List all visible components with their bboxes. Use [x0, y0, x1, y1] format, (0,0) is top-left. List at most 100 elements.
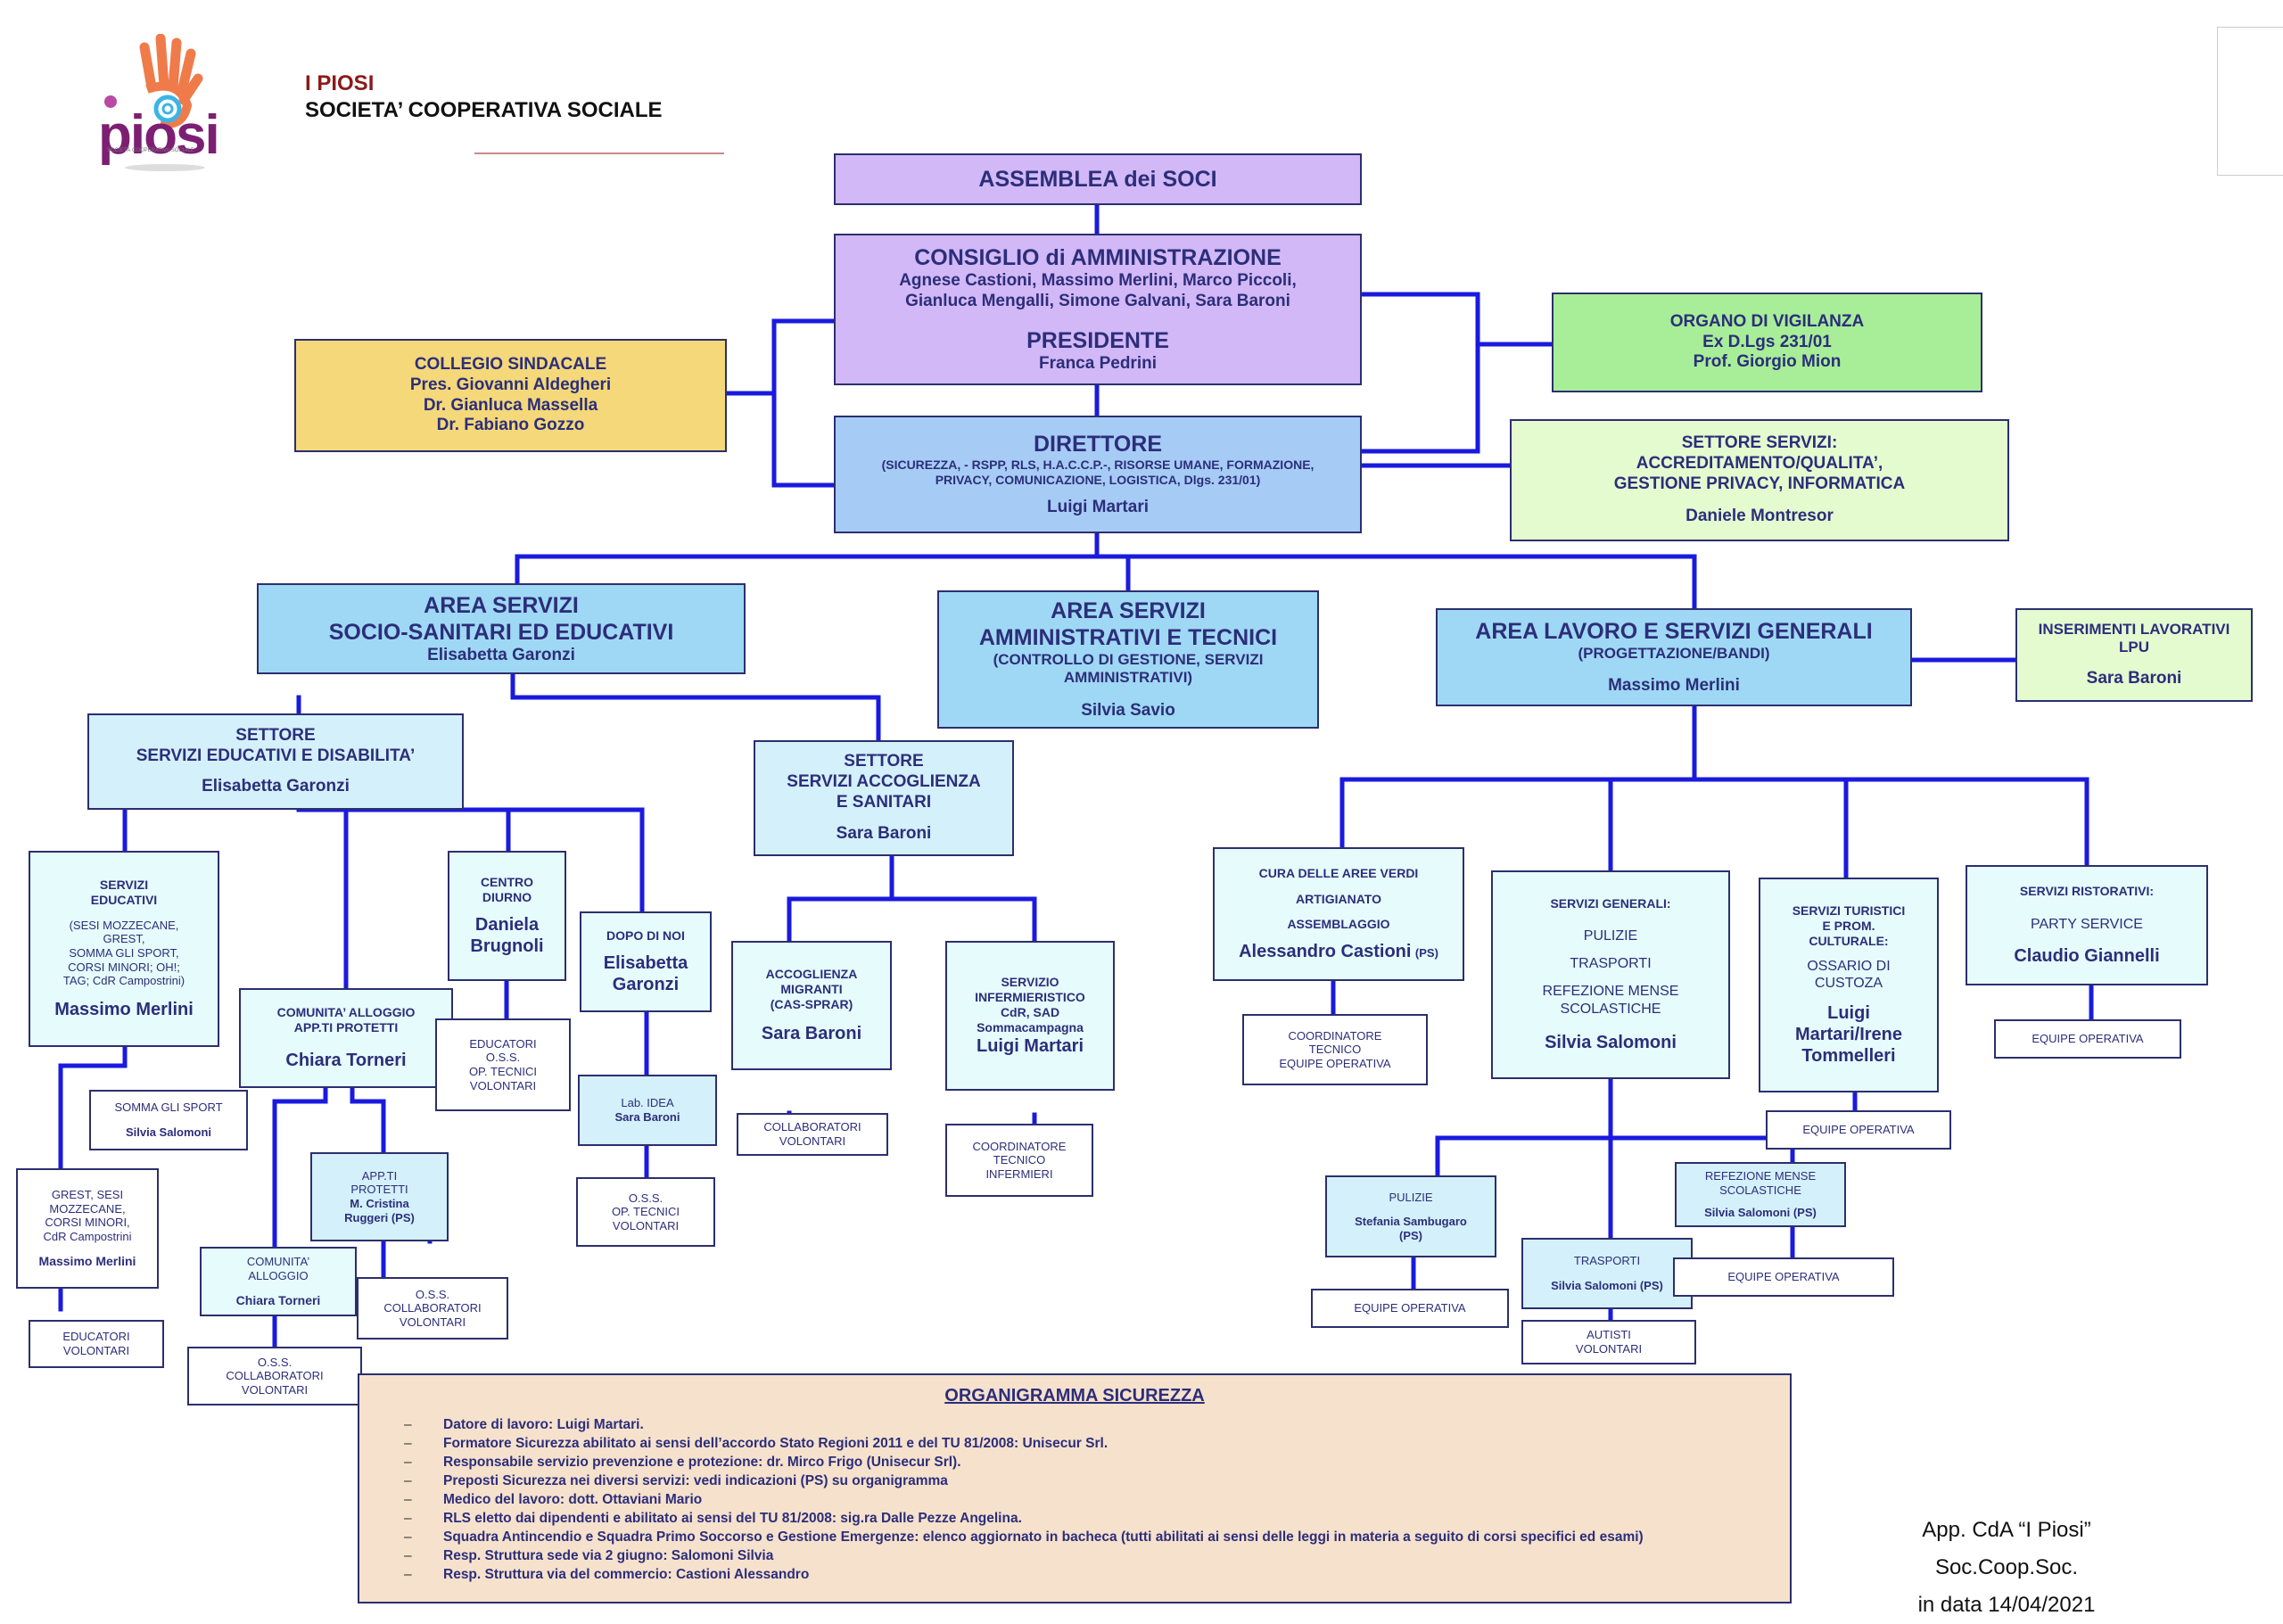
- oss-app-line1: O.S.S.: [415, 1287, 450, 1301]
- approval-line1: App. CdA “I Piosi” Soc.Coop.Soc.: [1922, 1518, 2091, 1579]
- coord-infermieri-line1: COORDINATORE: [972, 1139, 1067, 1153]
- coord-infermieri-line2: TECNICO: [993, 1153, 1046, 1167]
- aree-verdi-name: Alessandro Castioni: [1239, 942, 1412, 962]
- oss-app-line2: COLLABORATORI: [383, 1301, 482, 1315]
- comunita-app-name: Chiara Torneri: [285, 1050, 407, 1070]
- equipe-pulizie-box: EQUIPE OPERATIVA: [1311, 1289, 1509, 1328]
- servizi-generali-name: Silvia Salomoni: [1545, 1032, 1677, 1052]
- comunita-alloggio-name: Chiara Torneri: [235, 1293, 321, 1308]
- vigilanza-box: ORGANO DI VIGILANZA Ex D.Lgs 231/01 Prof…: [1552, 293, 1982, 392]
- centro-diurno-line1: CENTRO: [480, 875, 534, 890]
- assemblea-box: ASSEMBLEA dei SOCI: [834, 153, 1362, 205]
- settore-edu-line2: SERVIZI EDUCATIVI E DISABILITA’: [136, 746, 416, 765]
- coord-equipe-line2: TECNICO: [1308, 1043, 1362, 1057]
- collegio-box: COLLEGIO SINDACALE Pres. Giovanni Aldegh…: [294, 339, 727, 452]
- equipe-ristorativi-line1: EQUIPE OPERATIVA: [2032, 1032, 2144, 1046]
- app-protetti-line1: APP.TI: [361, 1168, 398, 1183]
- sicurezza-item: Datore di lavoro: Luigi Martari.: [404, 1415, 1736, 1434]
- aree-verdi-name-row: Alessandro Castioni (PS): [1239, 941, 1438, 962]
- settore-acc-line3: E SANITARI: [836, 793, 932, 812]
- approval-note: App. CdA “I Piosi” Soc.Coop.Soc. in data…: [1855, 1512, 2158, 1624]
- somma-sport-line1: SOMMA GLI SPORT: [114, 1101, 223, 1115]
- pulizie-box: PULIZIE Stefania Sambugaro (PS): [1325, 1175, 1496, 1257]
- equipe-pulizie-line1: EQUIPE OPERATIVA: [1354, 1301, 1466, 1315]
- oss-app-box: O.S.S. COLLABORATORI VOLONTARI: [357, 1277, 508, 1340]
- servizi-educativi-desc-4: CORSI MINORI; OH!;: [68, 960, 180, 974]
- grest-box: GREST, SESI MOZZECANE, CORSI MINORI, CdR…: [16, 1168, 159, 1289]
- grest-name: Massimo Merlini: [38, 1254, 136, 1269]
- area-lavoro-line1: AREA LAVORO E SERVIZI GENERALI: [1475, 619, 1873, 645]
- infermieristico-name: Luigi Martari: [976, 1035, 1084, 1056]
- servizi-educativi-box: SERVIZI EDUCATIVI (SESI MOZZECANE, GREST…: [29, 851, 219, 1047]
- app-protetti-box: APP.TI PROTETTI M. Cristina Ruggeri (PS): [310, 1152, 449, 1241]
- collab-volontari-box: COLLABORATORI VOLONTARI: [737, 1113, 888, 1156]
- settore-servizi-name: Daniele Montresor: [1685, 507, 1834, 526]
- grest-line3: CORSI MINORI,: [45, 1216, 130, 1230]
- comunita-app-box: COMUNITA’ ALLOGGIO APP.TI PROTETTI Chiar…: [239, 988, 453, 1088]
- oss-dopo-line2: OP. TECNICI: [611, 1205, 680, 1219]
- org-type: SOCIETA’ COOPERATIVA SOCIALE: [305, 98, 663, 122]
- oss-app-line3: VOLONTARI: [399, 1315, 466, 1329]
- infermieristico-line1: SERVIZIO: [1001, 975, 1059, 990]
- somma-sport-box: SOMMA GLI SPORT Silvia Salomoni: [89, 1090, 248, 1150]
- servizi-educativi-desc-5: TAG; CdR Campostrini): [62, 974, 185, 988]
- sicurezza-title: ORGANIGRAMMA SICUREZZA: [944, 1386, 1205, 1406]
- grest-line4: CdR Campostrini: [43, 1229, 132, 1243]
- aree-verdi-box: CURA DELLE AREE VERDI ARTIGIANATO ASSEMB…: [1213, 847, 1464, 981]
- sicurezza-item: RLS eletto dai dipendenti e abilitato ai…: [404, 1509, 1736, 1528]
- coord-equipe-line1: COORDINATORE: [1288, 1028, 1382, 1043]
- infermieristico-line2: INFERMIERISTICO: [975, 990, 1085, 1005]
- direttore-desc-1: (SICUREZZA, - RSPP, RLS, H.A.C.C.P.-, RI…: [881, 457, 1315, 472]
- accoglienza-line3: (CAS-SPRAR): [770, 996, 853, 1011]
- coord-equipe-line3: EQUIPE OPERATIVA: [1279, 1056, 1391, 1070]
- settore-edu-line1: SETTORE: [235, 725, 316, 745]
- lab-idea-box: Lab. IDEA Sara Baroni: [578, 1075, 717, 1146]
- sicurezza-item: Responsabile servizio prevenzione e prot…: [404, 1453, 1736, 1471]
- comunita-alloggio-line1: COMUNITA’: [246, 1255, 310, 1268]
- app-protetti-line2: PROTETTI: [350, 1183, 408, 1197]
- aree-verdi-line2: ARTIGIANATO: [1296, 891, 1381, 906]
- refezione-line2: SCOLASTICHE: [1719, 1183, 1801, 1197]
- accoglienza-line2: MIGRANTI: [780, 982, 843, 997]
- org-name: I PIOSI: [305, 71, 375, 95]
- area-socio-box: AREA SERVIZI SOCIO-SANITARI ED EDUCATIVI…: [257, 583, 746, 674]
- aree-verdi-suffix: (PS): [1414, 946, 1438, 960]
- grest-line1: GREST, SESI: [51, 1187, 124, 1201]
- pulizie-name-1: Stefania Sambugaro: [1355, 1215, 1467, 1229]
- dopo-di-noi-name-2: Garonzi: [612, 974, 680, 994]
- grest-line2: MOZZECANE,: [49, 1201, 126, 1216]
- settore-servizi-line2: ACCREDITAMENTO/QUALITA’,: [1636, 453, 1883, 473]
- turistici-item1: OSSARIO DI: [1807, 958, 1891, 974]
- approval-line2: in data 14/04/2021: [1917, 1593, 2096, 1617]
- sicurezza-item: Resp. Struttura sede via 2 giugno: Salom…: [404, 1546, 1736, 1565]
- educatori-volontari-line1: EDUCATORI: [62, 1330, 130, 1344]
- direttore-name: Luigi Martari: [1046, 498, 1149, 517]
- vigilanza-line1: Ex D.Lgs 231/01: [1702, 332, 1832, 351]
- trasporti-box: TRASPORTI Silvia Salomoni (PS): [1521, 1238, 1693, 1309]
- centro-diurno-box: CENTRO DIURNO Daniela Brugnoli: [448, 851, 566, 981]
- aree-verdi-line3: ASSEMBLAGGIO: [1287, 917, 1390, 932]
- oss-comunita-line1: O.S.S.: [257, 1355, 293, 1369]
- centro-diurno-line2: DIURNO: [482, 890, 532, 904]
- area-amm-desc-1: (CONTROLLO DI GESTIONE, SERVIZI: [993, 650, 1264, 668]
- servizi-generali-box: SERVIZI GENERALI: PULIZIE TRASPORTI REFE…: [1491, 870, 1730, 1079]
- turistici-name-2: Martari/Irene: [1794, 1024, 1903, 1044]
- sicurezza-item: Formatore Sicurezza abilitato ai sensi d…: [404, 1434, 1736, 1453]
- collab-volontari-line2: VOLONTARI: [779, 1134, 846, 1148]
- servizi-educativi-desc-1: (SESI MOZZECANE,: [69, 918, 179, 932]
- header-divider: [474, 153, 724, 154]
- assemblea-title: ASSEMBLEA dei SOCI: [978, 167, 1217, 192]
- coord-equipe-box: COORDINATORE TECNICO EQUIPE OPERATIVA: [1242, 1014, 1428, 1085]
- equipe-refezione-line1: EQUIPE OPERATIVA: [1727, 1270, 1840, 1284]
- turistici-name-1: Luigi: [1827, 1002, 1870, 1023]
- collegio-line2: Dr. Gianluca Massella: [423, 395, 598, 415]
- vigilanza-line2: Prof. Giorgio Mion: [1693, 352, 1842, 372]
- area-lavoro-desc: (PROGETTAZIONE/BANDI): [1578, 645, 1770, 663]
- settore-acc-line1: SETTORE: [844, 752, 924, 771]
- coord-infermieri-line3: INFERMIERI: [985, 1166, 1053, 1181]
- servizi-generali-item3-1: REFEZIONE MENSE: [1542, 984, 1679, 1000]
- educatori-centro-line1: EDUCATORI: [469, 1036, 537, 1051]
- comunita-app-line2: APP.TI PROTETTI: [293, 1020, 399, 1035]
- consiglio-members-1: Agnese Castioni, Massimo Merlini, Marco …: [899, 270, 1297, 290]
- oss-comunita-box: O.S.S. COLLABORATORI VOLONTARI: [187, 1347, 362, 1406]
